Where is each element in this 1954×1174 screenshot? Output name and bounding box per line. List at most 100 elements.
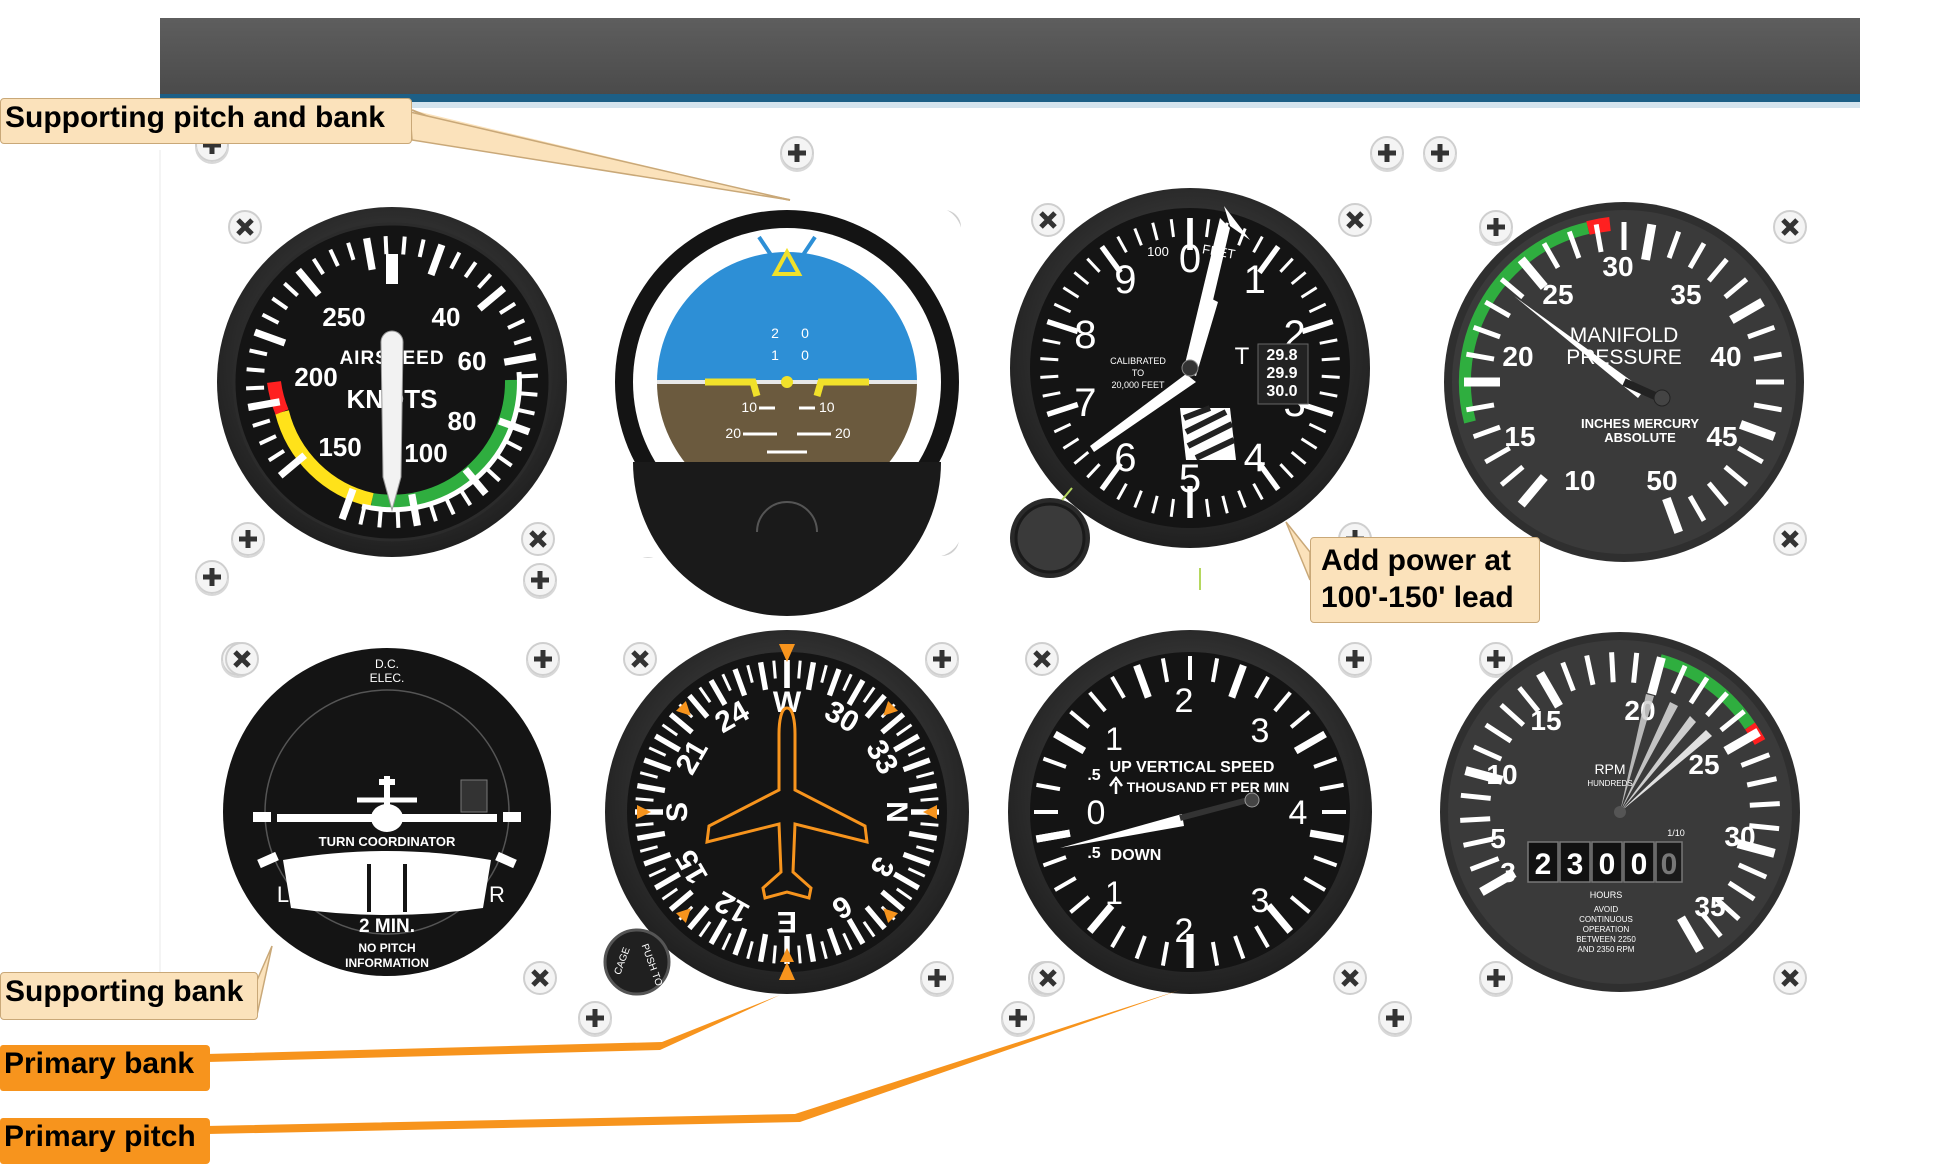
gauge-tick xyxy=(1099,245,1123,275)
gauge-tick xyxy=(1472,424,1501,440)
gauge-tick xyxy=(1469,856,1500,872)
gauge-tick xyxy=(1308,302,1327,314)
gauge-tick xyxy=(842,673,853,692)
tach-tenths-label: 1/10 xyxy=(1667,828,1685,838)
heading-cage-knob[interactable]: CAGE PUSH TO xyxy=(603,928,671,996)
gauge-tick xyxy=(1210,941,1220,966)
screw-icon xyxy=(579,1002,611,1036)
gauge-tick xyxy=(1479,869,1517,896)
gauge-tick xyxy=(1169,498,1175,517)
gauge-tick xyxy=(252,418,271,428)
gauge-tick xyxy=(805,661,817,691)
tachometer: 15 20 10 25 5 30 3 35 RPM HUNDREDS 2 3 0… xyxy=(1440,632,1800,992)
attitude-scale-10l: 10 xyxy=(741,399,757,415)
gauge-tick xyxy=(907,867,926,878)
gauge-tick xyxy=(1133,227,1143,246)
airspeed-label-60: 60 xyxy=(458,346,487,376)
screw-icon xyxy=(226,643,258,675)
gauge-tick xyxy=(1279,257,1294,273)
gauge-tick xyxy=(383,236,389,255)
gauge-tick xyxy=(1069,895,1091,914)
turn-coordinator-title: TURN COORDINATOR xyxy=(319,834,456,849)
gauge-tick xyxy=(661,887,679,901)
manifold-needle xyxy=(1514,296,1644,398)
heading-index-mark xyxy=(923,805,937,819)
gauge-tick xyxy=(338,487,357,521)
gauge-tick xyxy=(1723,277,1749,300)
gauge-tick xyxy=(1265,903,1294,934)
gauge-tick xyxy=(497,417,531,436)
screw-icon xyxy=(1339,643,1371,677)
gauge-tick xyxy=(1747,324,1776,340)
gauge-tick xyxy=(916,845,935,853)
vsi-label-3-down: 3 xyxy=(1251,882,1270,920)
gauge-tick xyxy=(862,920,876,938)
tach-label-10: 10 xyxy=(1486,759,1517,790)
attitude-scale-1: 1 xyxy=(771,347,779,363)
screw-icon xyxy=(522,523,554,555)
altimeter-calibrated-3: 20,000 FEET xyxy=(1111,380,1165,390)
airspeed-label-250: 250 xyxy=(322,302,365,332)
screw-icon xyxy=(926,643,958,677)
screw-icon xyxy=(1424,137,1456,171)
gauge-tick xyxy=(1290,450,1307,465)
gauge-tick xyxy=(247,398,281,411)
screw-icon xyxy=(232,523,264,557)
gauge-tick xyxy=(1484,722,1513,744)
gauge-tick xyxy=(519,391,538,397)
gauge-tick xyxy=(698,920,712,938)
callout-add-power: Add power at 100'-150' lead xyxy=(1310,537,1540,623)
altimeter-kollsman-2: 29.9 xyxy=(1266,365,1297,382)
gauge-tick xyxy=(1110,675,1126,699)
tach-label-3: 3 xyxy=(1500,857,1516,888)
gauge-tick xyxy=(1566,230,1582,259)
gauge-tick xyxy=(1252,235,1264,254)
vsi-label-3-up: 3 xyxy=(1251,712,1270,750)
screw-icon xyxy=(1480,962,1512,996)
attitude-scale-0a: 0 xyxy=(801,325,809,341)
gauge-tick xyxy=(1233,935,1246,960)
gauge-tick xyxy=(1221,495,1229,514)
gauge-tick xyxy=(805,933,817,963)
gauge-tick xyxy=(1719,709,1746,733)
gauge-tick xyxy=(797,945,802,964)
gauge-tick xyxy=(1319,391,1338,398)
gauge-tick xyxy=(757,933,769,963)
gauge-tick xyxy=(1321,357,1340,362)
heading-index-mark xyxy=(780,948,794,962)
heading-index-mark xyxy=(883,701,898,716)
altimeter-setting-knob[interactable] xyxy=(1010,487,1090,578)
gauge-tick xyxy=(358,506,367,525)
gauge-tick xyxy=(1290,271,1307,286)
tach-needles xyxy=(1620,694,1712,812)
gauge-tick xyxy=(1073,271,1090,286)
gauge-tick xyxy=(1705,691,1729,718)
gauge-tick xyxy=(1472,324,1501,340)
gauge-tick xyxy=(1205,498,1211,517)
gauge-tick xyxy=(1309,829,1345,843)
altimeter-number: 8 xyxy=(1074,313,1096,357)
gauge-tick xyxy=(1110,925,1126,949)
gauge-tick xyxy=(1736,839,1776,858)
altimeter-needle-mid xyxy=(1186,298,1218,376)
gauge-tick xyxy=(1300,286,1318,299)
gauge-tick xyxy=(1641,223,1657,261)
gauge-tick xyxy=(1062,437,1080,450)
callout-supporting-bank: Supporting bank xyxy=(0,972,258,1020)
screw-icon xyxy=(1774,211,1806,243)
altimeter-calibrated-1: CALIBRATED xyxy=(1110,356,1166,366)
gauge-tick xyxy=(1484,299,1511,319)
screw-icon xyxy=(781,137,813,171)
gauge-tick xyxy=(893,733,920,753)
gauge-tick xyxy=(311,257,325,276)
gauge-tick xyxy=(1593,223,1604,253)
gauge-tick xyxy=(1308,422,1327,434)
gauge-tick xyxy=(1460,792,1491,801)
gauge-tick xyxy=(920,797,939,802)
gauge-tick xyxy=(1740,752,1771,768)
gauge-tick xyxy=(507,318,526,330)
tach-avoid-3: OPERATION xyxy=(1583,925,1630,934)
manifold-label-50: 50 xyxy=(1646,465,1677,496)
gauge-tick xyxy=(1517,686,1541,713)
